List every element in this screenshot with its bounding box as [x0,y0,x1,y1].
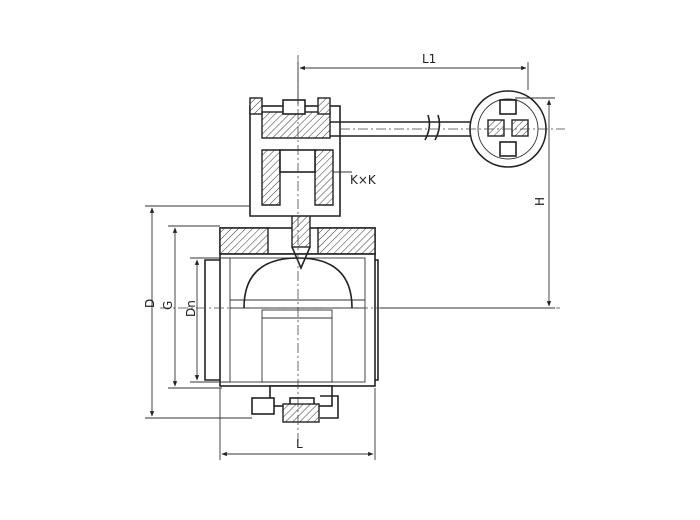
label-d: D [143,299,157,308]
label-dn: Dn [184,300,198,317]
label-l: L [296,437,303,451]
actuator-head [249,97,341,217]
valve-body [204,227,379,387]
lower-stem-assembly [251,385,339,423]
dimension-g: G [161,225,222,389]
dimension-dn: Dn [184,257,230,383]
dimension-h: H [380,97,555,309]
handle-lever [330,90,547,168]
dimension-l1: L1 [297,52,529,104]
label-l1: L1 [422,52,436,66]
dimension-l: L [219,388,376,460]
dimension-d: D [143,205,252,419]
label-kxk: K×K [350,173,377,187]
label-h: H [533,197,547,206]
dimension-kxk: K×K [333,171,377,187]
label-g: G [161,301,175,310]
